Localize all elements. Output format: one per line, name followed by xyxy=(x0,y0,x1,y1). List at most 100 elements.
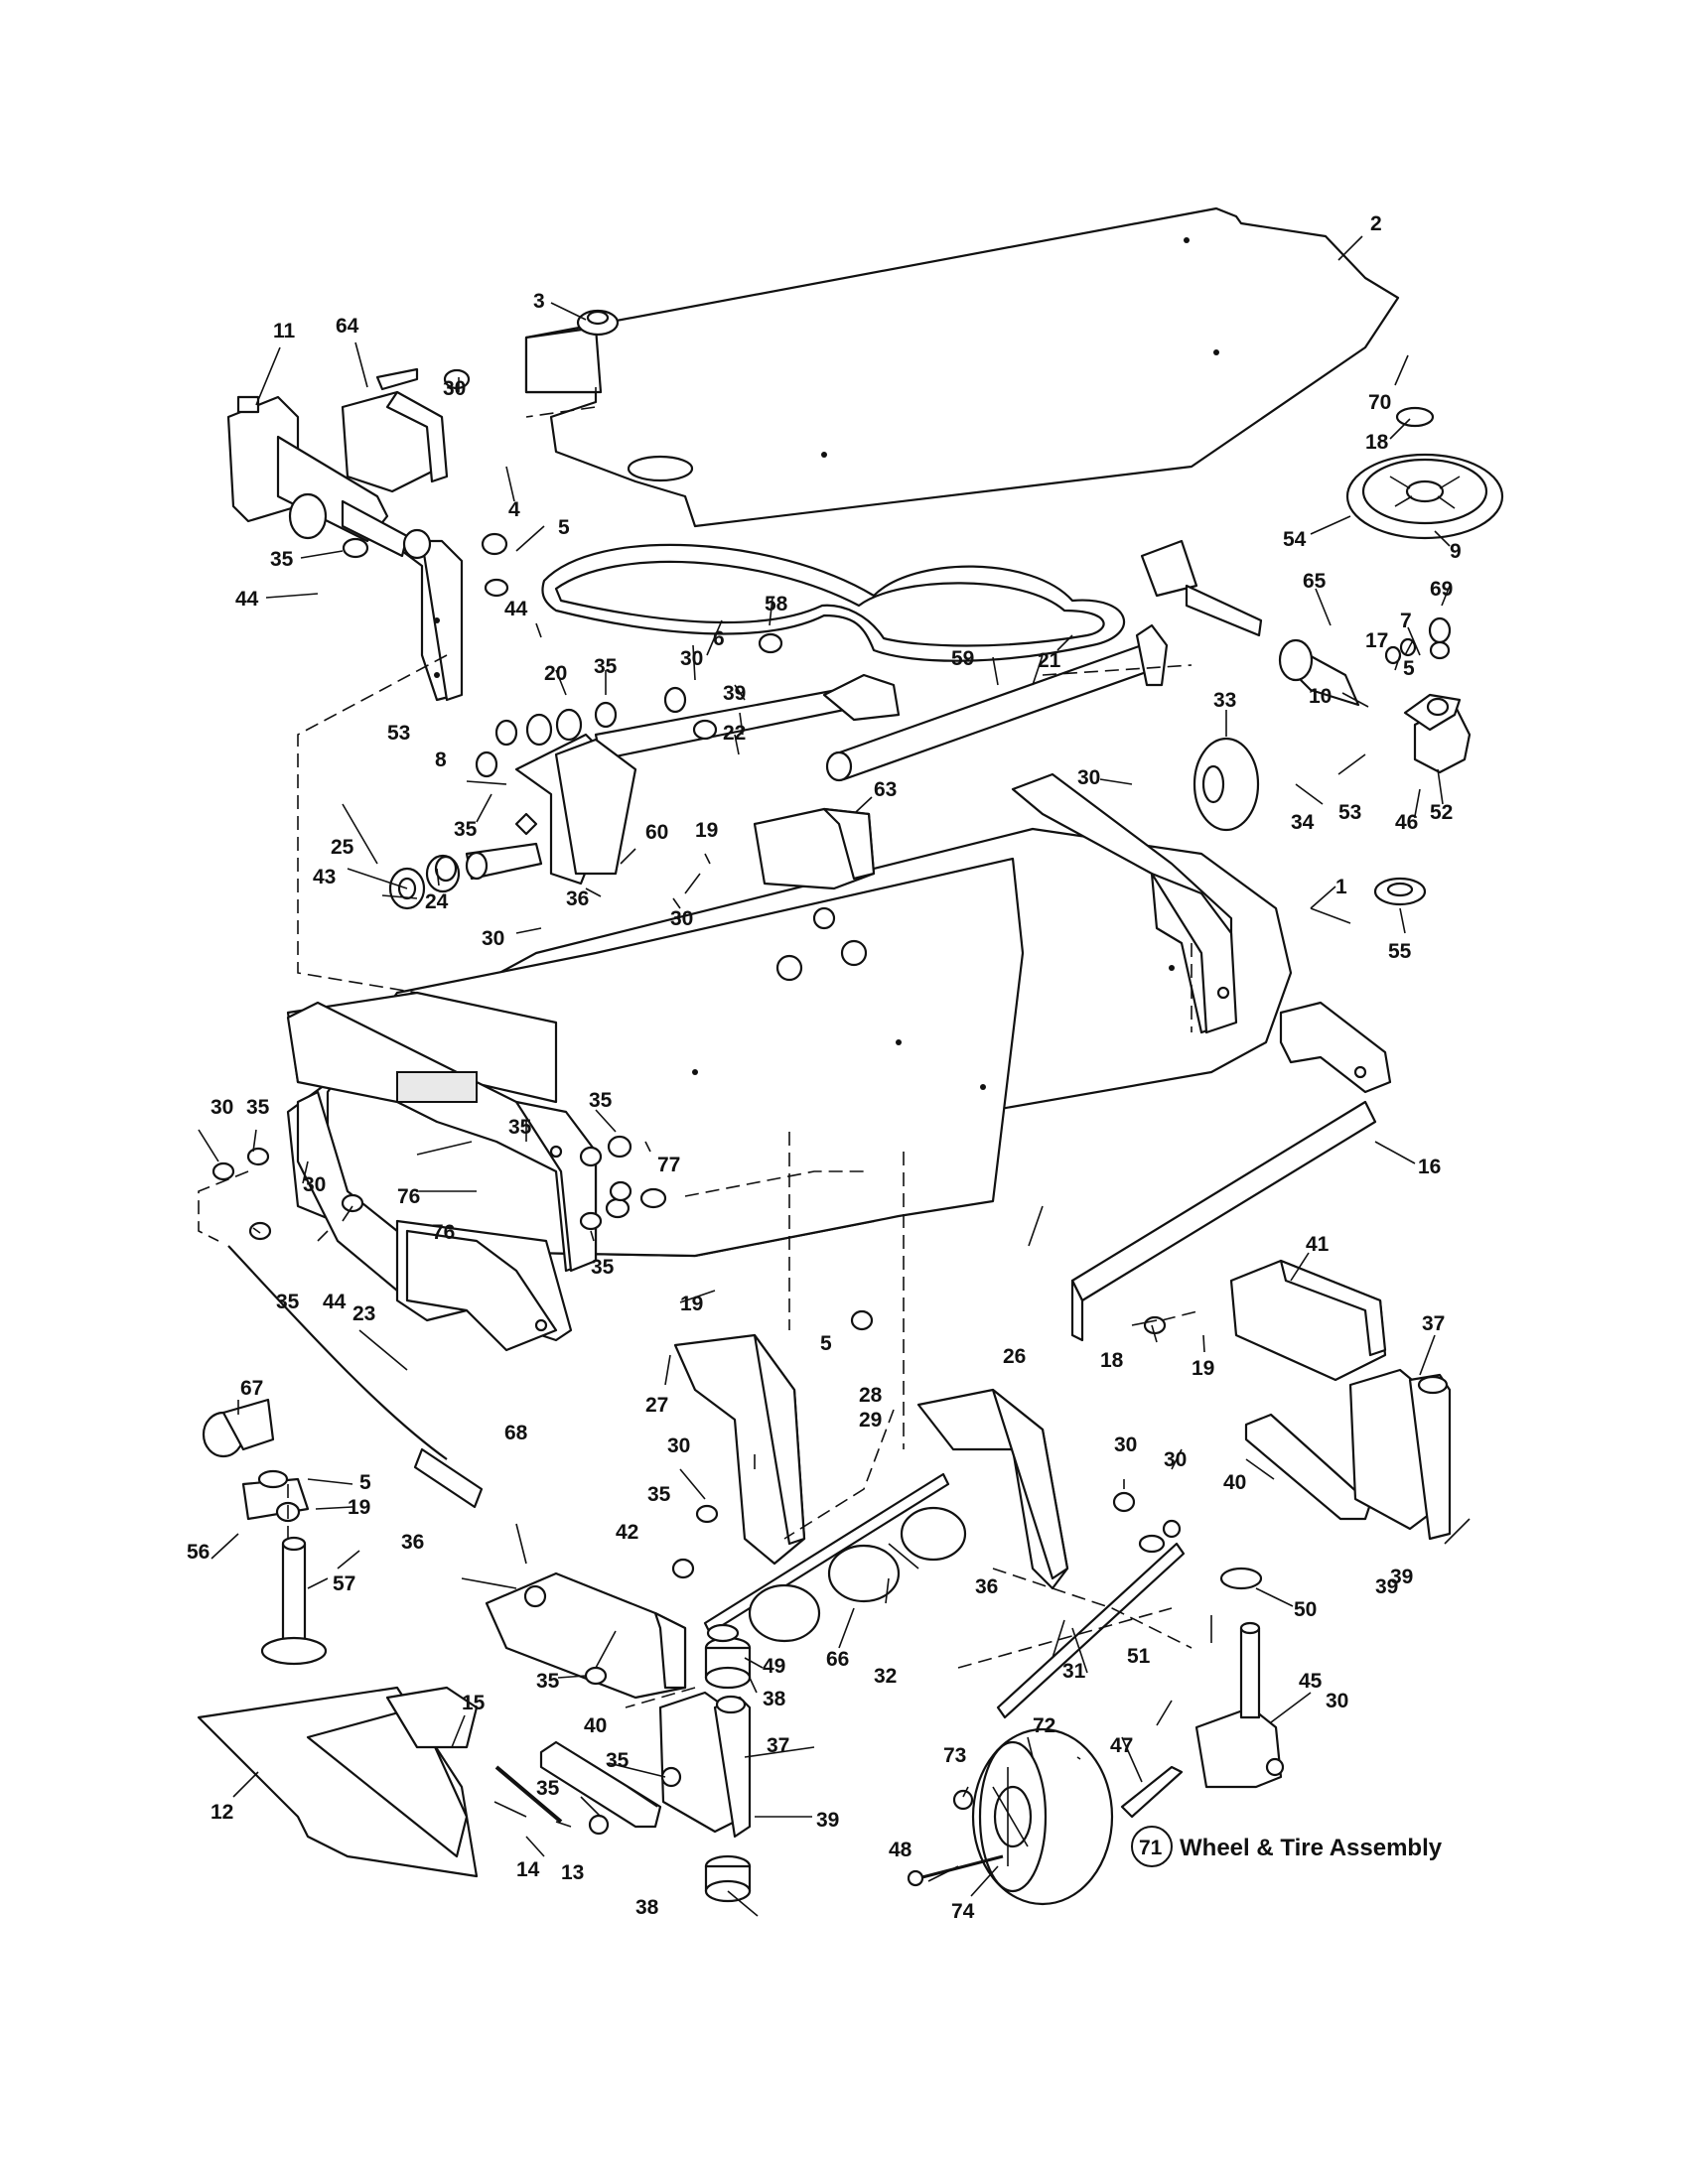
deck-right-hanger xyxy=(1011,772,1392,1094)
callout-36-top: 36 xyxy=(566,887,589,910)
callout-77: 77 xyxy=(657,1154,680,1176)
callout-41: 41 xyxy=(1306,1233,1330,1256)
callout-60: 60 xyxy=(645,821,668,844)
callout-40-left: 40 xyxy=(584,1714,607,1737)
callout-35-top: 35 xyxy=(270,548,294,571)
arm-tube-part-21 xyxy=(825,623,1169,782)
spring-part-13 xyxy=(494,1765,563,1824)
callout-30-right: 30 xyxy=(1077,766,1100,789)
callout-27: 27 xyxy=(645,1394,668,1417)
callout-39-top: 39 xyxy=(723,682,746,705)
callout-53-right: 53 xyxy=(1338,801,1361,824)
bracket-part-63 xyxy=(753,807,876,890)
callout-44-low: 44 xyxy=(323,1291,347,1313)
callout-37-left: 37 xyxy=(767,1734,789,1757)
callout-30-b: 30 xyxy=(680,647,703,670)
callout-5-left: 5 xyxy=(359,1471,371,1494)
pivot-part-67 xyxy=(202,1398,275,1458)
callout-64: 64 xyxy=(336,315,359,338)
callout-22: 22 xyxy=(723,722,746,745)
bracket-part-41 xyxy=(1229,1259,1387,1382)
callout-45: 45 xyxy=(1299,1670,1323,1693)
callout-34: 34 xyxy=(1291,811,1315,834)
callout-4: 4 xyxy=(508,498,520,521)
callout-40-right: 40 xyxy=(1223,1471,1246,1494)
callout-66: 66 xyxy=(826,1648,849,1671)
callout-36-left: 36 xyxy=(401,1531,424,1554)
callout-39-right: 39 xyxy=(1390,1566,1413,1588)
idler-wheel-part-33 xyxy=(1193,737,1260,832)
callout-44-mid: 44 xyxy=(504,598,528,620)
callout-31: 31 xyxy=(1062,1660,1086,1683)
nut-part-55 xyxy=(1373,877,1427,906)
spacers-part-20 xyxy=(434,686,687,883)
cover-plate-part-2 xyxy=(524,206,1400,528)
callout-70: 70 xyxy=(1368,391,1391,414)
callout-19-left: 19 xyxy=(348,1496,370,1519)
callout-15: 15 xyxy=(462,1692,486,1714)
callout-72: 72 xyxy=(1033,1714,1055,1737)
callout-25: 25 xyxy=(331,836,354,859)
callout-20: 20 xyxy=(544,662,567,685)
leader-lines xyxy=(198,235,1471,1917)
callout-35-c: 35 xyxy=(454,818,478,841)
callout-35-k: 35 xyxy=(606,1749,630,1772)
callout-53-left: 53 xyxy=(387,722,410,745)
callout-28: 28 xyxy=(859,1384,883,1407)
callout-37-right: 37 xyxy=(1422,1312,1445,1335)
callout-69: 69 xyxy=(1430,578,1453,601)
callout-1: 1 xyxy=(1335,876,1347,898)
callout-6: 6 xyxy=(713,627,725,650)
callout-49: 49 xyxy=(763,1655,785,1678)
callout-13: 13 xyxy=(561,1861,584,1884)
callout-30-j: 30 xyxy=(1326,1690,1348,1712)
callout-58: 58 xyxy=(765,593,788,615)
callout-23: 23 xyxy=(352,1302,375,1325)
rollers-part-32 xyxy=(748,1506,967,1643)
callout-48: 48 xyxy=(889,1839,912,1861)
callout-38-top: 38 xyxy=(763,1688,786,1710)
callout-3: 3 xyxy=(533,290,545,313)
pin-part-57 xyxy=(260,1536,328,1666)
callout-59: 59 xyxy=(951,647,974,670)
bolt-part-48 xyxy=(907,1854,1004,1887)
bar-part-40-left xyxy=(539,1740,662,1829)
callout-35-d: 35 xyxy=(246,1096,270,1119)
callout-8: 8 xyxy=(435,749,447,771)
caster-bracket-part-37-left xyxy=(658,1691,752,1839)
callout-46: 46 xyxy=(1395,811,1418,834)
callout-56: 56 xyxy=(187,1541,210,1564)
callout-35-f: 35 xyxy=(508,1116,532,1139)
callout-30-g: 30 xyxy=(667,1434,690,1457)
wheel-tire-part-72 xyxy=(971,1727,1114,1906)
drive-belt-part-6 xyxy=(541,543,1125,662)
callout-73: 73 xyxy=(943,1744,966,1767)
callout-76-a: 76 xyxy=(397,1185,420,1208)
callout-30-i: 30 xyxy=(1164,1448,1187,1471)
bushing-part-38-top xyxy=(704,1636,752,1690)
callout-14: 14 xyxy=(516,1858,540,1881)
callout-29: 29 xyxy=(859,1409,882,1432)
callout-36-mid: 36 xyxy=(975,1575,998,1598)
callout-51: 51 xyxy=(1127,1645,1151,1668)
callout-54: 54 xyxy=(1283,528,1307,551)
callout-55: 55 xyxy=(1388,940,1412,963)
bracket-part-27 xyxy=(673,1333,806,1566)
callout-19-mid: 19 xyxy=(680,1293,703,1315)
callout-24: 24 xyxy=(425,890,449,913)
callout-18-top: 18 xyxy=(1365,431,1389,454)
callout-44-top: 44 xyxy=(235,588,259,611)
rod-part-23 xyxy=(227,1245,484,1509)
callout-35-l: 35 xyxy=(536,1777,560,1800)
bracket-part-64 xyxy=(341,367,449,493)
callout-74: 74 xyxy=(951,1900,975,1923)
callout-30-d: 30 xyxy=(482,927,504,950)
callout-57: 57 xyxy=(333,1572,355,1595)
gearbox-part-52 xyxy=(1403,693,1472,774)
callout-42: 42 xyxy=(616,1521,638,1544)
callout-17: 17 xyxy=(1365,629,1388,652)
assembly-label: Wheel & Tire Assembly xyxy=(1180,1835,1443,1861)
bushing-part-38-bottom xyxy=(704,1854,752,1903)
callout-10: 10 xyxy=(1309,685,1332,708)
